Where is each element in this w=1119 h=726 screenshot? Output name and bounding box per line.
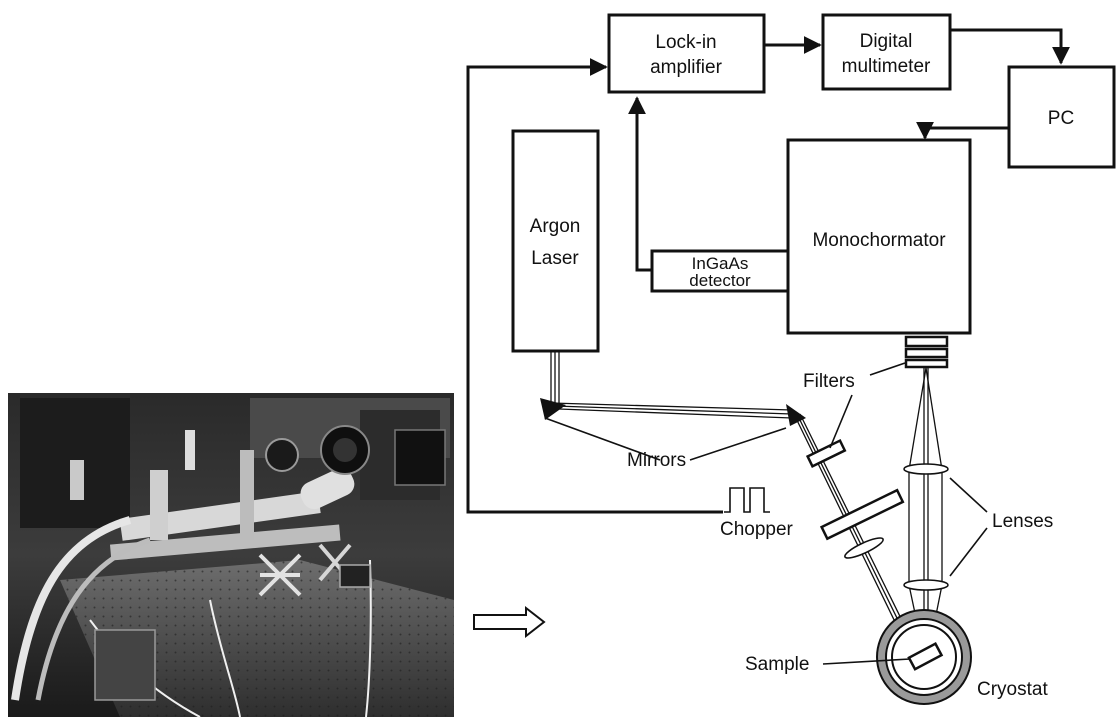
dmm-label-line1: Digital [860, 31, 913, 52]
filters-label: Filters [803, 371, 855, 392]
cryostat-label: Cryostat [977, 679, 1048, 700]
lock-in-amplifier: Lock-in amplifier [609, 15, 764, 92]
lenses-label: Lenses [992, 511, 1053, 532]
digital-multimeter: Digital multimeter [823, 15, 950, 89]
pc-label: PC [1048, 108, 1074, 129]
chopper-wheel [822, 490, 903, 539]
chopper-pulse-icon [724, 488, 770, 512]
mirrors [540, 398, 806, 426]
slit-filters [906, 337, 947, 367]
argon-laser: Argon Laser [513, 131, 598, 351]
excitation-filter [808, 441, 845, 467]
laser-label-line1: Argon [530, 216, 581, 237]
laser-label-line2: Laser [531, 248, 579, 269]
right-hollow-arrow-icon [474, 608, 544, 636]
lock-in-label-line2: amplifier [650, 57, 722, 78]
lock-in-label-line1: Lock-in [655, 32, 716, 53]
sample-label: Sample [745, 654, 809, 675]
mono-label: Monochormator [812, 230, 946, 251]
detector-label-line2: detector [689, 271, 751, 290]
lenses [843, 464, 948, 590]
mirrors-label: Mirrors [627, 450, 686, 471]
monochromator: Monochormator [788, 140, 970, 333]
ingaas-detector: InGaAs detector [652, 251, 788, 291]
lab-setup-photo [8, 393, 454, 717]
pc: PC [1009, 67, 1114, 167]
dmm-label-line2: multimeter [842, 56, 931, 77]
chopper-label: Chopper [720, 519, 794, 540]
